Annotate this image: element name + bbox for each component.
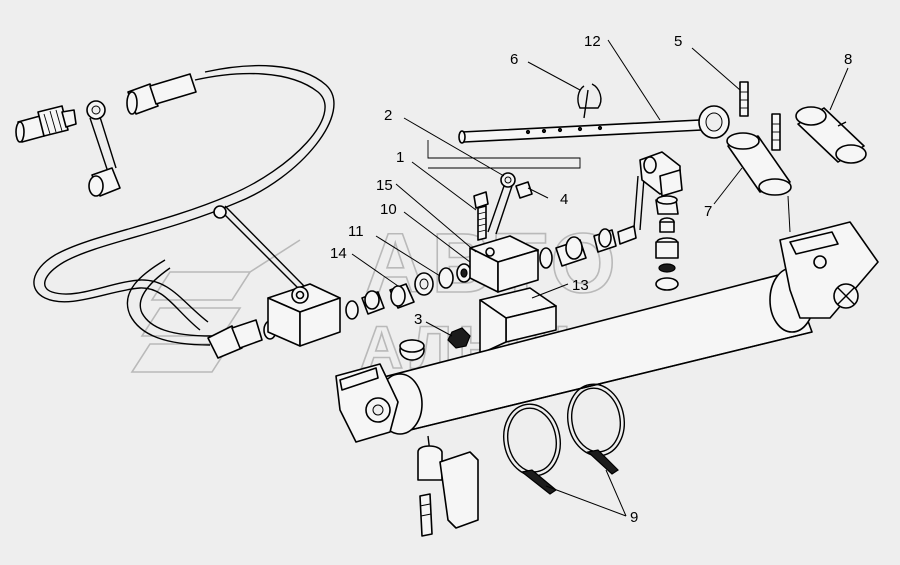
callout-14: 14 — [330, 245, 347, 262]
mounting-bracket — [479, 287, 557, 355]
fittings-row — [345, 263, 472, 320]
callout-11: 11 — [348, 223, 364, 240]
center-valve-block — [469, 235, 539, 293]
leader-lines — [351, 39, 849, 517]
callout-15: 15 — [376, 177, 393, 194]
right-fittings — [539, 175, 645, 269]
elbow-fitting — [639, 151, 683, 197]
callout-10: 10 — [380, 201, 397, 218]
callout-3: 3 — [414, 311, 422, 328]
bolt — [473, 191, 489, 241]
callout-1: 1 — [396, 149, 404, 166]
left-control-valve — [213, 205, 341, 347]
support-block — [417, 435, 479, 537]
callout-6: 6 — [510, 51, 518, 68]
hose-clamps — [503, 383, 625, 495]
quick-coupling — [15, 105, 77, 143]
callout-4: 4 — [560, 191, 568, 208]
watermark-logo — [130, 239, 301, 373]
callout-9: 9 — [630, 509, 638, 526]
sleeve — [795, 106, 867, 164]
hydraulic-cylinder — [335, 221, 879, 443]
hex-nut — [447, 327, 471, 349]
callout-13: 13 — [572, 277, 589, 294]
bushing — [726, 132, 792, 196]
callout-2: 2 — [384, 107, 392, 124]
hydraulic-hose — [33, 64, 335, 346]
r-clip — [577, 83, 602, 119]
hose-end-fitting — [126, 73, 197, 115]
guide-outline — [427, 140, 581, 169]
callout-7: 7 — [704, 203, 712, 220]
small-nut — [515, 181, 533, 199]
callout-12: 12 — [584, 33, 601, 50]
adjusting-rod — [458, 105, 730, 144]
spring-pins — [739, 81, 781, 151]
link-lever — [487, 172, 516, 235]
dust-cap — [86, 100, 121, 197]
callout-8: 8 — [844, 51, 852, 68]
fitting-stack — [655, 195, 679, 291]
callout-labels: 1 2 3 4 5 6 7 8 9 10 11 12 13 14 15 — [330, 33, 852, 526]
callout-5: 5 — [674, 33, 682, 50]
plug — [399, 339, 425, 361]
lower-hose-fitting — [207, 319, 277, 359]
